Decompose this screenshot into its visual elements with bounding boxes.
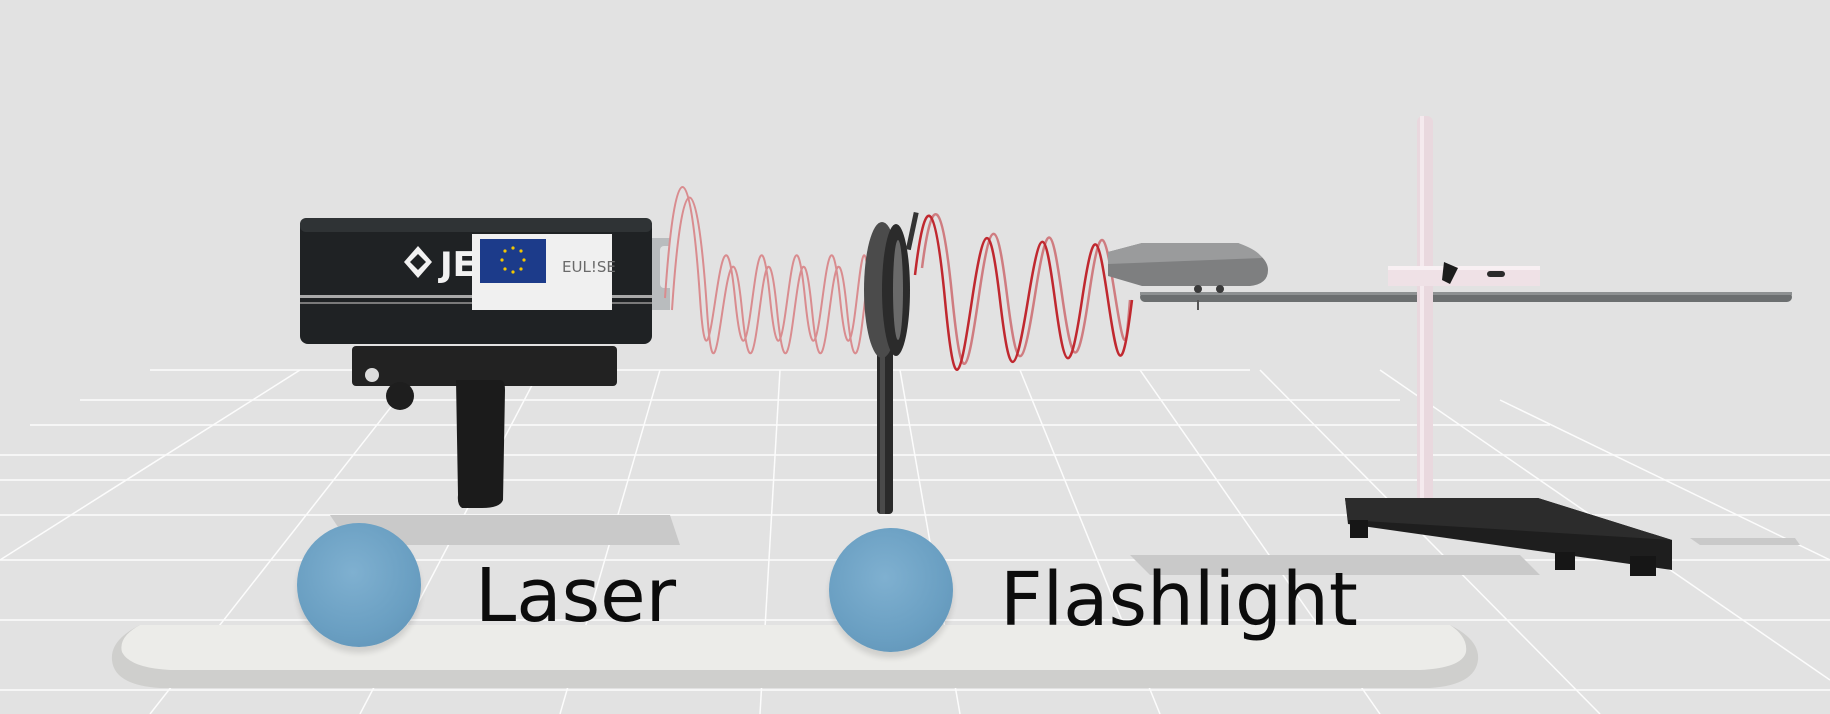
device-badge: EUL!SE <box>562 258 616 276</box>
retort-stand <box>1345 116 1672 576</box>
laser-choice-label[interactable]: Laser <box>475 553 677 639</box>
lens-holder <box>864 211 919 514</box>
flashlight-choice-button[interactable] <box>829 528 953 652</box>
button-tray <box>111 625 1479 688</box>
wave-right <box>913 213 1134 371</box>
wave-left <box>664 186 878 355</box>
shadows <box>330 515 1800 575</box>
laser-choice-button[interactable] <box>297 523 421 647</box>
light-sensor <box>1108 243 1792 310</box>
laser-device: JE EUL!SE <box>300 218 674 508</box>
flashlight-choice-label[interactable]: Flashlight <box>1000 557 1358 643</box>
device-logo: JE <box>438 245 476 285</box>
